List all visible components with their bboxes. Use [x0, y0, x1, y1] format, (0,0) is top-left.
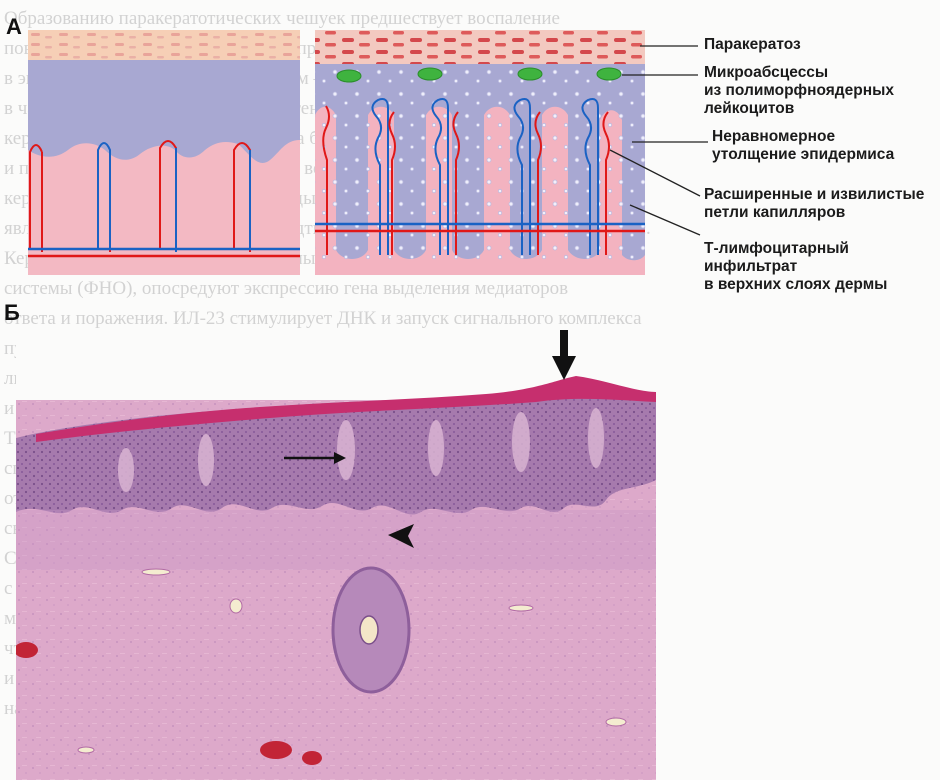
- normal-skin-diagram: [28, 30, 300, 275]
- panel-label-b: Б: [4, 300, 20, 326]
- psoriasis-skin-diagram: [315, 30, 645, 275]
- label-t-cell-infiltrate: Т-лимфоцитарный инфильтрат в верхних сло…: [704, 240, 887, 294]
- label-microabscesses: Микроабсцессы из полиморфноядерных лейко…: [704, 64, 894, 118]
- label-capillary-loops: Расширенные и извилистые петли капилляро…: [704, 186, 924, 222]
- histology-micrograph: [16, 330, 656, 780]
- label-epidermis-thickening: Неравномерное утолщение эпидермиса: [712, 128, 894, 164]
- panel-label-a: А: [6, 14, 22, 40]
- label-parakeratosis: Паракератоз: [704, 36, 801, 54]
